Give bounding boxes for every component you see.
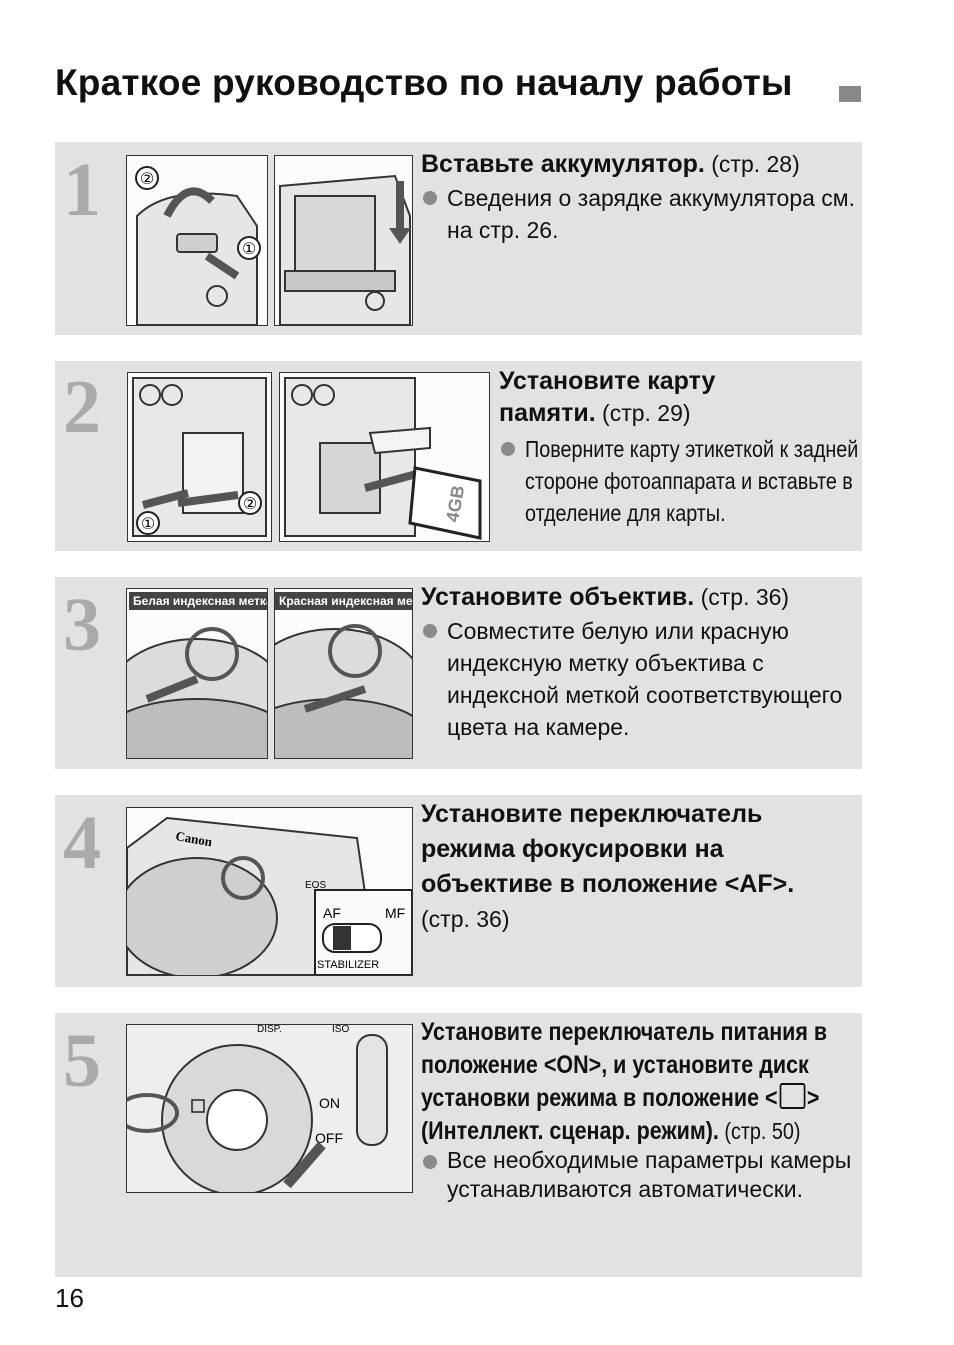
camera-side-icon: ① ② bbox=[132, 377, 267, 537]
bullet-icon bbox=[501, 442, 515, 456]
step-heading: Установите объектив. bbox=[421, 583, 695, 611]
step-4: 4 Canon EOS AF MF STABILIZER Установите … bbox=[55, 795, 862, 987]
step-heading-end: > (Интеллект. сценар. режим). bbox=[421, 1084, 820, 1145]
page-number: 16 bbox=[55, 1283, 84, 1313]
callout-1: ① bbox=[141, 514, 155, 533]
step-number: 4 bbox=[63, 801, 101, 885]
step-3: 3 Белая индексная метка Красная индексна… bbox=[55, 577, 862, 769]
lens-mount-icon bbox=[275, 624, 412, 758]
step-5: 5 ON OFF DISP. ISO Установите переключат… bbox=[55, 1013, 862, 1277]
title-marker bbox=[839, 86, 861, 102]
white-mark-label: Белая индексная метка bbox=[129, 592, 267, 610]
page-ref: (стр. 36) bbox=[700, 584, 790, 610]
card-cover-open-illustration: ① ② bbox=[127, 372, 272, 542]
step-5-text: Установите переключатель питания в полож… bbox=[421, 1016, 857, 1204]
red-mark-label: Красная индексная метка bbox=[275, 592, 412, 610]
callout-2: ② bbox=[243, 494, 257, 513]
step-bullet: Поверните карту этикеткой к задней сторо… bbox=[525, 436, 859, 526]
step-heading-2: памяти. bbox=[499, 399, 596, 427]
camera-bottom-icon: ② ① bbox=[135, 166, 261, 325]
step-number: 5 bbox=[63, 1019, 101, 1103]
step-number: 2 bbox=[63, 365, 101, 449]
step-1: 1 ② ① Вставьте аккумулятор. (стр. 28) Св… bbox=[55, 142, 862, 335]
focus-switch-illustration: Canon EOS AF MF STABILIZER bbox=[126, 807, 413, 976]
red-mark-illustration: Красная индексная метка bbox=[274, 588, 413, 759]
iso-label: ISO bbox=[332, 1025, 349, 1035]
page-ref: (стр. 50) bbox=[724, 1118, 801, 1144]
step-bullet: Сведения о зарядке аккумулятора см. на с… bbox=[447, 185, 855, 243]
battery-icon bbox=[279, 174, 411, 325]
step-heading: Установите переключатель режима фокусиро… bbox=[421, 800, 795, 898]
mode-dial-illustration: ON OFF DISP. ISO bbox=[126, 1024, 413, 1193]
page-ref: (стр. 36) bbox=[421, 906, 510, 932]
step-number: 3 bbox=[63, 583, 101, 667]
page-title: Краткое руководство по началу работы bbox=[55, 62, 793, 103]
disp-label: DISP. bbox=[257, 1025, 282, 1035]
step-3-text: Установите объектив. (стр. 36) Совместит… bbox=[421, 581, 857, 743]
on-label: ON bbox=[319, 1095, 340, 1111]
memory-card-icon: 4GB bbox=[284, 377, 482, 540]
auto-mode-icon bbox=[779, 1083, 806, 1109]
step-1-text: Вставьте аккумулятор. (стр. 28) Сведения… bbox=[421, 148, 856, 246]
step-2-text: Установите карту памяти. (стр. 29) Повер… bbox=[499, 365, 859, 529]
mode-dial-icon: ON OFF DISP. ISO bbox=[127, 1025, 412, 1192]
bullet-icon bbox=[423, 191, 437, 205]
step-bullet: Все необходимые параметры камеры устанав… bbox=[447, 1147, 852, 1202]
bullet-icon bbox=[423, 624, 437, 638]
card-insert-illustration: 4GB bbox=[279, 372, 490, 542]
step-heading: Установите переключатель питания в полож… bbox=[421, 1018, 828, 1112]
step-number: 1 bbox=[63, 148, 101, 232]
callout-2: ② bbox=[140, 169, 154, 188]
eos-label: EOS bbox=[305, 880, 326, 891]
step-4-text: Установите переключатель режима фокусиро… bbox=[421, 797, 857, 937]
page-ref: (стр. 28) bbox=[711, 151, 800, 177]
off-label: OFF bbox=[315, 1130, 343, 1146]
step-heading: Вставьте аккумулятор. bbox=[421, 150, 705, 178]
step-bullet: Совместите белую или красную индексную м… bbox=[447, 618, 843, 740]
step-heading: Установите карту bbox=[499, 367, 716, 395]
lens-mount-icon bbox=[127, 627, 267, 758]
callout-1: ① bbox=[242, 239, 256, 258]
battery-open-illustration: ② ① bbox=[126, 155, 268, 326]
brand-label: Canon bbox=[174, 828, 214, 849]
bullet-icon bbox=[423, 1155, 437, 1169]
stabilizer-label: STABILIZER bbox=[317, 959, 379, 971]
lens-switch-icon: Canon EOS AF MF STABILIZER bbox=[127, 816, 412, 975]
white-mark-illustration: Белая индексная метка bbox=[126, 588, 268, 759]
step-2: 2 ① ② 4GB Установите карту памяти. bbox=[55, 361, 862, 551]
battery-insert-illustration bbox=[274, 155, 413, 326]
mf-label: MF bbox=[385, 905, 405, 921]
af-label: AF bbox=[323, 905, 341, 921]
page-ref: (стр. 29) bbox=[602, 400, 691, 426]
